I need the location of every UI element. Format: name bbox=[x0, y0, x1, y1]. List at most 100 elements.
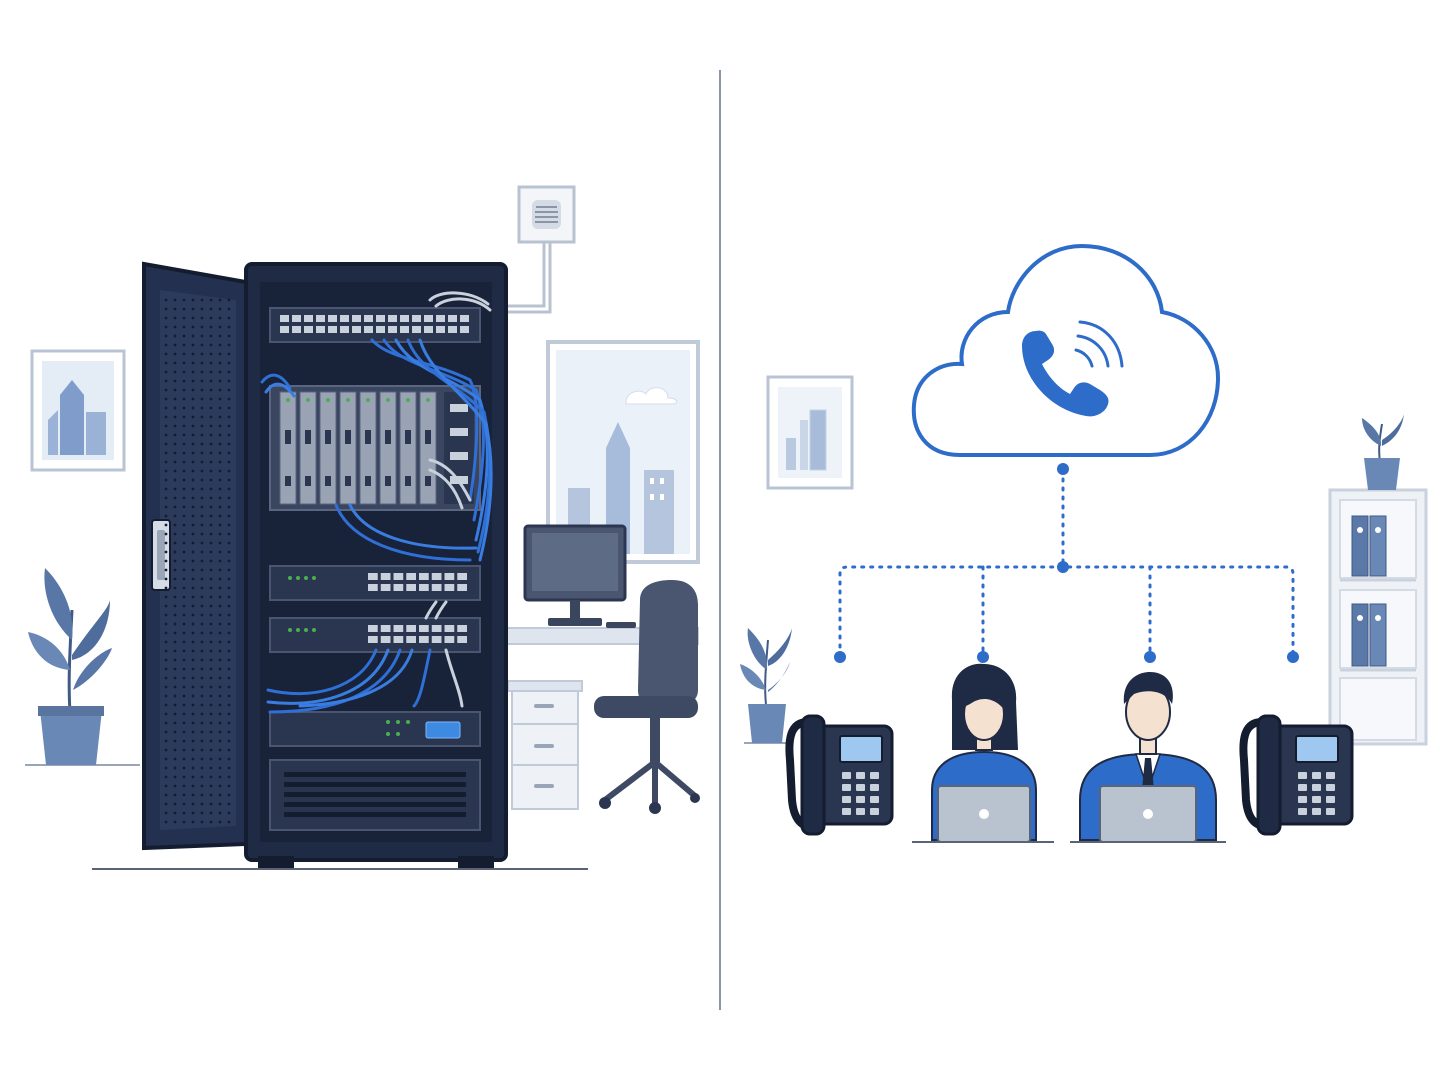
door-perforation bbox=[191, 460, 195, 464]
network-nodes bbox=[834, 463, 1299, 663]
door-perforation bbox=[191, 730, 195, 734]
door-perforation bbox=[191, 757, 195, 761]
door-perforation bbox=[173, 766, 177, 770]
door-perforation bbox=[227, 577, 231, 581]
door-perforation bbox=[173, 703, 177, 707]
door-perforation bbox=[164, 658, 168, 662]
door-perforation bbox=[227, 802, 231, 806]
rack-switch-1 bbox=[269, 565, 481, 601]
door-perforation bbox=[191, 595, 195, 599]
network-port bbox=[448, 326, 457, 333]
door-perforation bbox=[182, 478, 186, 482]
door-perforation bbox=[182, 613, 186, 617]
door-perforation bbox=[227, 739, 231, 743]
door-perforation bbox=[173, 478, 177, 482]
door-perforation bbox=[173, 577, 177, 581]
door-perforation bbox=[191, 370, 195, 374]
door-perforation bbox=[200, 316, 204, 320]
door-perforation bbox=[164, 397, 168, 401]
phone-key bbox=[870, 808, 879, 815]
door-perforation bbox=[218, 622, 222, 626]
door-perforation bbox=[164, 550, 168, 554]
door-perforation bbox=[173, 541, 177, 545]
door-perforation bbox=[200, 532, 204, 536]
door-perforation bbox=[173, 667, 177, 671]
door-perforation bbox=[200, 379, 204, 383]
wall-picture-right bbox=[766, 375, 854, 490]
door-perforation bbox=[200, 658, 204, 662]
door-perforation bbox=[191, 622, 195, 626]
door-perforation bbox=[173, 676, 177, 680]
status-led bbox=[304, 628, 308, 632]
door-perforation bbox=[227, 442, 231, 446]
door-perforation bbox=[218, 352, 222, 356]
phone-key bbox=[1326, 808, 1335, 815]
network-port bbox=[388, 326, 397, 333]
door-perforation bbox=[173, 649, 177, 653]
network-port bbox=[364, 326, 373, 333]
door-perforation bbox=[191, 568, 195, 572]
phone-key bbox=[1298, 808, 1307, 815]
door-perforation bbox=[200, 784, 204, 788]
door-perforation bbox=[173, 631, 177, 635]
door-perforation bbox=[209, 433, 213, 437]
door-perforation bbox=[209, 550, 213, 554]
file-shelf bbox=[1328, 414, 1428, 746]
phone-key bbox=[870, 796, 879, 803]
door-perforation bbox=[218, 595, 222, 599]
door-perforation bbox=[218, 739, 222, 743]
door-perforation bbox=[200, 721, 204, 725]
door-perforation bbox=[209, 370, 213, 374]
door-perforation bbox=[218, 811, 222, 815]
door-perforation bbox=[173, 757, 177, 761]
door-perforation bbox=[209, 811, 213, 815]
door-perforation bbox=[173, 730, 177, 734]
door-perforation bbox=[164, 613, 168, 617]
door-perforation bbox=[209, 658, 213, 662]
door-perforation bbox=[209, 478, 213, 482]
door-perforation bbox=[218, 721, 222, 725]
door-perforation bbox=[200, 325, 204, 329]
door-perforation bbox=[164, 712, 168, 716]
door-perforation bbox=[182, 307, 186, 311]
door-perforation bbox=[209, 712, 213, 716]
door-perforation bbox=[173, 370, 177, 374]
door-perforation bbox=[164, 496, 168, 500]
door-perforation bbox=[191, 631, 195, 635]
door-perforation bbox=[182, 685, 186, 689]
door-perforation bbox=[209, 793, 213, 797]
blade-slot bbox=[365, 430, 371, 444]
door-perforation bbox=[200, 352, 204, 356]
rack-cables bbox=[260, 291, 493, 714]
network-port bbox=[388, 315, 397, 322]
door-perforation bbox=[209, 757, 213, 761]
door-perforation bbox=[200, 757, 204, 761]
door-perforation bbox=[227, 451, 231, 455]
network-port bbox=[328, 315, 337, 322]
door-perforation bbox=[218, 388, 222, 392]
door-perforation bbox=[209, 451, 213, 455]
door-perforation bbox=[227, 568, 231, 572]
door-perforation bbox=[218, 586, 222, 590]
blade-slot bbox=[305, 476, 311, 486]
door-perforation bbox=[164, 775, 168, 779]
door-perforation bbox=[227, 667, 231, 671]
status-led bbox=[296, 576, 300, 580]
door-perforation bbox=[209, 649, 213, 653]
network-port bbox=[376, 315, 385, 322]
door-perforation bbox=[191, 397, 195, 401]
door-perforation bbox=[182, 730, 186, 734]
phone-key bbox=[1326, 772, 1335, 779]
door-perforation bbox=[182, 595, 186, 599]
blade-module bbox=[319, 391, 337, 505]
door-perforation bbox=[191, 505, 195, 509]
door-perforation bbox=[191, 676, 195, 680]
door-perforation bbox=[227, 820, 231, 824]
door-perforation bbox=[209, 604, 213, 608]
door-perforation bbox=[209, 568, 213, 572]
door-perforation bbox=[164, 523, 168, 527]
door-perforation bbox=[191, 577, 195, 581]
door-perforation bbox=[227, 388, 231, 392]
status-led bbox=[406, 398, 410, 402]
